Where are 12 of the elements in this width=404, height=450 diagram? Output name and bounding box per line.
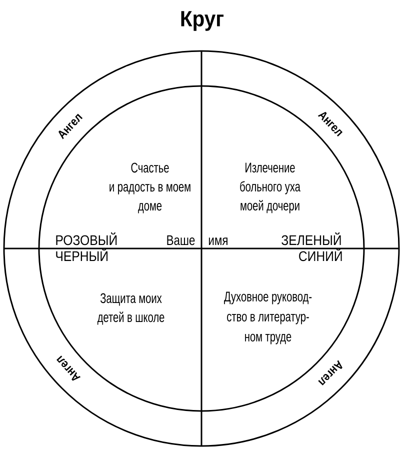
quadrant-text: Счастье и радость в моем доме (110, 162, 190, 214)
quadrant-text: Излечение больного уха моей дочери (240, 162, 300, 214)
outer-circle (3, 50, 400, 447)
quadrant-label: ЧЕРНЫЙ (56, 248, 108, 261)
quadrant-label: РОЗОВЫЙ (56, 232, 117, 246)
quadrant-text: Защита моих детей в школе (97, 293, 164, 325)
title: Круг (181, 11, 224, 31)
quadrant-label: СИНИЙ (299, 248, 342, 262)
quadrant-text: Духовное руковод- ство в литератур- ном труде (224, 292, 312, 344)
inner-circle (38, 85, 365, 412)
center-label: Ваше имя (167, 235, 228, 246)
quadrant-label: ЗЕЛЕНЫЙ (282, 232, 341, 246)
